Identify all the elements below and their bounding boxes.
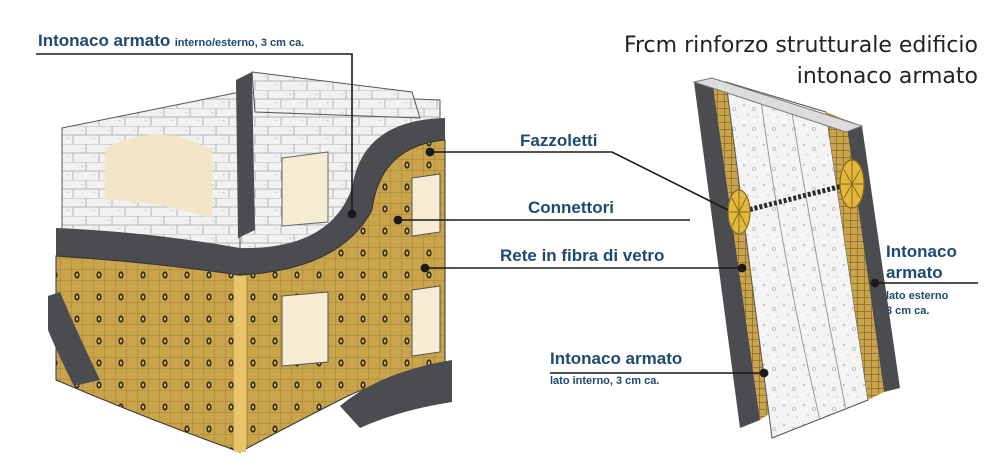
plaster-layer-band: [56, 118, 445, 275]
building-corner-illustration: [48, 71, 452, 453]
title-line-1: Frcm rinforzo strutturale edificio: [623, 33, 978, 58]
connector-fan-right: [839, 159, 865, 209]
label-fazzoletti-text: Fazzoletti: [520, 131, 598, 150]
label-intonaco-bottom-main: Intonaco armato: [550, 349, 683, 368]
label-rete: Rete in fibra di vetro: [500, 246, 664, 266]
diagram-title: Frcm rinforzo strutturale edificio inton…: [624, 30, 978, 92]
label-rete-text: Rete in fibra di vetro: [500, 246, 665, 265]
stone-wall-top: [251, 71, 421, 119]
label-connettori-text: Connettori: [528, 198, 614, 217]
plaster-fragment-right: [340, 360, 452, 428]
plaster-fragment-left: [48, 292, 100, 386]
inner-opening: [105, 134, 212, 218]
label-intonaco-right-sub2: 3 cm ca.: [886, 305, 930, 317]
leader-fazzoletti: [430, 151, 729, 211]
label-intonaco-top: Intonaco armato interno/esterno, 3 cm ca…: [38, 31, 304, 51]
label-intonaco-right-sub1: lato esterno: [886, 290, 949, 302]
label-intonaco-right-line1: Intonaco: [886, 242, 957, 261]
label-intonaco-right-line2: armato: [886, 263, 943, 282]
label-intonaco-bottom-sub: lato interno, 3 cm ca.: [550, 375, 660, 387]
wall-section-illustration: [692, 77, 900, 439]
leader-lines: [36, 53, 978, 378]
mesh-interior-layer: [712, 78, 772, 420]
label-intonaco-bottom: Intonaco armato lato interno, 3 cm ca.: [550, 349, 682, 387]
title-line-2: intonaco armato: [796, 64, 978, 89]
corner-pillar: [236, 72, 255, 238]
connector-bar: [739, 181, 851, 215]
plaster-interior-layer: [694, 78, 760, 428]
corner-strip: [234, 276, 246, 452]
window-lower-left: [281, 291, 329, 367]
connector-fan-left: [727, 189, 751, 235]
leader-intonaco-top: [36, 53, 353, 212]
label-intonaco-right: Intonaco armato lato esterno 3 cm ca.: [886, 241, 957, 319]
label-connettori: Connettori: [528, 198, 614, 218]
label-intonaco-top-sub: interno/esterno, 3 cm ca.: [174, 37, 305, 49]
window-mid-right: [411, 173, 441, 237]
window-lower-right: [411, 285, 441, 357]
fiber-mesh-right-face: [239, 139, 446, 453]
window-upper-right: [281, 151, 329, 227]
label-fazzoletti: Fazzoletti: [520, 131, 597, 151]
label-intonaco-top-main: Intonaco armato: [38, 31, 171, 50]
